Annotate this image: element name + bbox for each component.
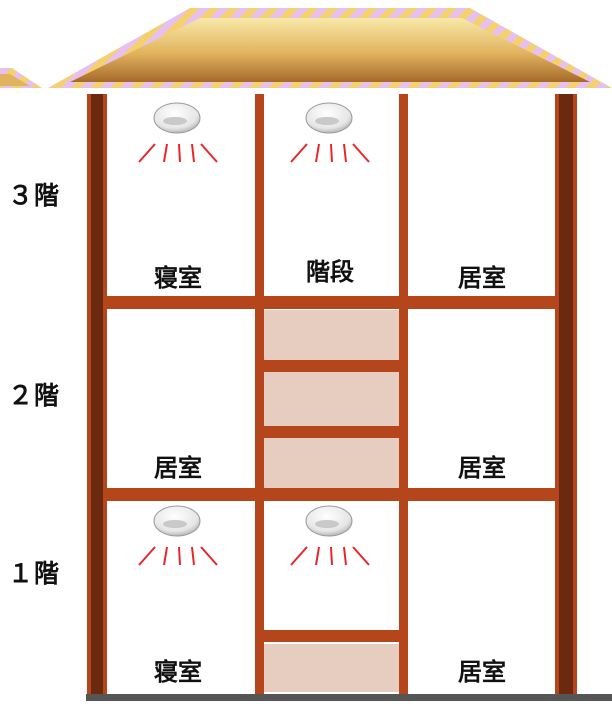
room-label-3-stairs: 階段 xyxy=(306,258,354,286)
smoke-detector-icon xyxy=(290,505,370,566)
room-label-3-left: 寝室 xyxy=(154,264,202,292)
floor-beams xyxy=(107,296,555,501)
room-label-2-left: 居室 xyxy=(154,454,202,482)
floor-label-2: ２階 xyxy=(8,381,61,410)
room-label-2-right: 居室 xyxy=(458,454,506,482)
floor-label-3: ３階 xyxy=(8,181,61,210)
stairwell xyxy=(264,310,400,692)
smoke-detector-icon xyxy=(290,102,370,163)
room-label-1-right: 居室 xyxy=(458,658,506,686)
room-label-1-left: 寝室 xyxy=(154,658,202,686)
roof xyxy=(0,8,612,88)
ground-line xyxy=(86,694,612,701)
room-label-3-right: 居室 xyxy=(458,264,506,292)
house-frame xyxy=(87,94,577,694)
floor-label-1: １階 xyxy=(8,559,61,588)
smoke-detector-icon xyxy=(138,102,218,163)
smoke-detector-icon xyxy=(138,505,218,566)
